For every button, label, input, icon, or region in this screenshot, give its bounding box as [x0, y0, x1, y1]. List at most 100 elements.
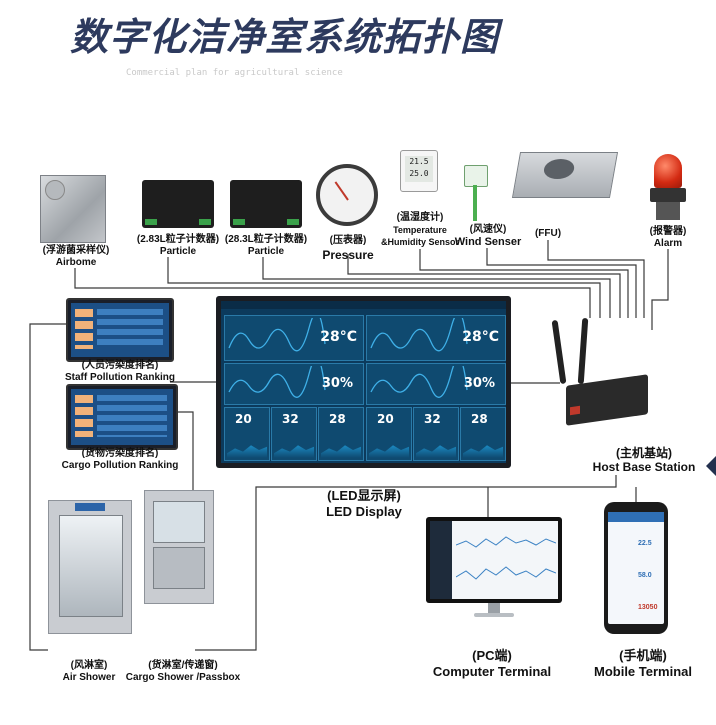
mobile-value: 58.0	[638, 572, 652, 579]
wind-en: Wind Senser	[454, 236, 522, 248]
cargo-ranking-screen	[71, 389, 173, 445]
led-humidity-value: 30%	[463, 376, 495, 391]
wind-sensor-image	[464, 165, 488, 187]
staff-ranking-tablet	[66, 298, 174, 362]
mobile-phone: 22.5 58.0 13050	[604, 502, 668, 634]
led-count-value: 20	[377, 412, 394, 426]
led-count-value: 32	[282, 412, 299, 426]
air-shower-en: Air Shower	[62, 672, 116, 683]
particle-283b-en: Particle	[247, 246, 285, 257]
terminal-block-icon	[233, 219, 245, 225]
gauge-needle-icon	[334, 181, 349, 201]
led-temp-panel: 28°C	[366, 315, 506, 361]
pressure-label: (压表器) Pressure	[318, 234, 378, 262]
staff-ranking-cn: (人员污染度排名)	[81, 360, 159, 371]
cargo-ranking-tablet	[66, 384, 178, 450]
led-en: LED Display	[326, 504, 402, 519]
sampler-port-icon	[45, 180, 65, 200]
led-count-panel: 32	[413, 407, 459, 461]
cargo-ranking-en: Cargo Pollution Ranking	[61, 460, 179, 471]
page-title: 数字化洁净室系统拓扑图	[70, 15, 500, 59]
ffu-cn: (FFU)	[534, 228, 562, 239]
cargo-shower-label: (货淋室/传递窗) Cargo Shower /Passbox	[124, 660, 242, 684]
led-count-panel: 20	[366, 407, 412, 461]
alarm-cn: (报警器)	[649, 226, 687, 237]
staff-ranking-en: Staff Pollution Ranking	[65, 372, 175, 383]
pc-en: Computer Terminal	[432, 664, 552, 679]
arrow-left-icon	[706, 455, 716, 477]
status-led-icon	[570, 405, 580, 416]
passbox-image	[144, 490, 214, 604]
terminal-block-icon	[145, 219, 157, 225]
led-humidity-value: 30%	[321, 376, 353, 391]
led-count-panel: 28	[460, 407, 506, 461]
monitor-stand-icon	[474, 613, 514, 617]
led-display: 28°C 28°C 30% 30% 20 32 28 20	[216, 296, 511, 468]
mobile-cn: (手机端)	[619, 648, 667, 663]
cargo-ranking-label: (货物污染度排名) Cargo Pollution Ranking	[58, 448, 182, 472]
pressure-cn: (压表器)	[329, 235, 367, 246]
base-station-label: (主机基站) Host Base Station	[584, 446, 704, 474]
staff-ranking-screen	[71, 303, 169, 357]
particle-283-label: (2.83L粒子计数器) Particle	[130, 234, 226, 258]
alarm-label: (报警器) Alarm	[640, 226, 696, 250]
mobile-en: Mobile Terminal	[594, 664, 692, 679]
particle-283b-label: (28.3L粒子计数器) Particle	[218, 234, 314, 258]
cargo-ranking-cn: (货物污染度排名)	[81, 448, 159, 459]
led-humidity-panel: 30%	[224, 363, 364, 405]
air-shower-label: (风淋室) Air Shower	[44, 660, 134, 684]
base-station-en: Host Base Station	[592, 460, 696, 474]
alarm-light-icon	[654, 154, 682, 188]
led-display-screen: 28°C 28°C 30% 30% 20 32 28 20	[221, 301, 506, 463]
particle-283b-cn: (28.3L粒子计数器)	[224, 234, 308, 245]
pc-cn: (PC端)	[472, 648, 512, 663]
airborne-sampler-image	[40, 175, 106, 243]
ffu-label: (FFU)	[528, 228, 568, 240]
mobile-value: 22.5	[638, 540, 652, 547]
temp-humidity-cn: (温湿度计)	[396, 212, 444, 223]
ffu-image	[511, 152, 619, 198]
led-count-value: 20	[235, 412, 252, 426]
led-count-panel: 28	[318, 407, 364, 461]
led-cn: (LED显示屏)	[327, 488, 401, 503]
temp-reading: 21.5	[409, 157, 429, 166]
led-count-value: 28	[471, 412, 488, 426]
alarm-stand-icon	[656, 202, 680, 220]
cargo-shower-en: Cargo Shower /Passbox	[125, 672, 241, 683]
wind-probe-icon	[473, 185, 477, 221]
mobile-label: (手机端) Mobile Terminal	[588, 648, 698, 680]
led-count-panel: 32	[271, 407, 317, 461]
particle-counter-283-image	[142, 180, 214, 228]
alarm-en: Alarm	[653, 238, 683, 249]
led-humidity-panel: 30%	[366, 363, 506, 405]
particle-counter-283b-image	[230, 180, 302, 228]
led-count-panel: 20	[224, 407, 270, 461]
led-temp-value: 28°C	[462, 329, 499, 345]
led-count-value: 32	[424, 412, 441, 426]
base-station-cn: (主机基站)	[616, 446, 672, 460]
mobile-value: 13050	[638, 604, 658, 611]
airborne-label: (浮游菌采样仪) Airbome	[30, 245, 122, 269]
airborne-cn: (浮游菌采样仪)	[42, 245, 110, 256]
particle-283-cn: (2.83L粒子计数器)	[136, 234, 220, 245]
wind-label: (风速仪) Wind Senser	[448, 224, 528, 248]
temp-humidity-en: Temperature	[393, 225, 447, 235]
pc-monitor	[426, 517, 562, 603]
led-temp-panel: 28°C	[224, 315, 364, 361]
fan-icon	[542, 159, 576, 179]
temp-humidity-label: (温湿度计) Temperature &Humidity Sensor	[372, 212, 468, 248]
mobile-screen: 22.5 58.0 13050	[608, 512, 664, 624]
humidity-reading: 25.0	[409, 169, 429, 178]
page-subtitle: Commercial plan for agricultural science	[126, 68, 343, 78]
led-label: (LED显示屏) LED Display	[304, 488, 424, 520]
pressure-gauge-image	[316, 164, 378, 226]
air-shower-image	[48, 500, 132, 634]
wind-cn: (风速仪)	[469, 224, 507, 235]
air-shower-cn: (风淋室)	[70, 660, 108, 671]
pc-label: (PC端) Computer Terminal	[430, 648, 554, 680]
airborne-en: Airbome	[55, 257, 97, 268]
cargo-shower-cn: (货淋室/传递窗)	[148, 660, 218, 671]
led-count-value: 28	[329, 412, 346, 426]
pressure-en: Pressure	[322, 248, 374, 262]
